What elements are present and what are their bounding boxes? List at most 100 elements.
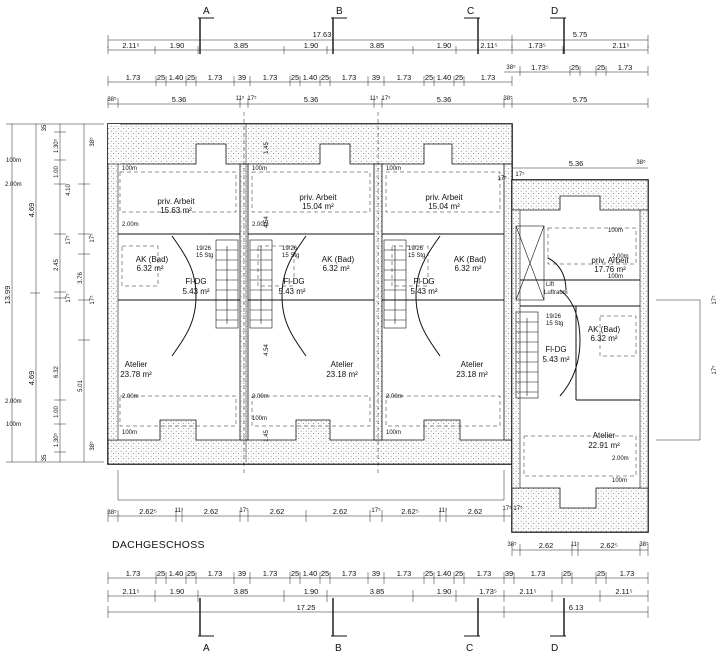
inner-dim-5: 5.36 (569, 159, 584, 168)
stair-label-3: 19/26 (408, 246, 424, 252)
dim-left-i1: 35 (42, 124, 48, 131)
dim-bot-total: 17.25 (297, 603, 316, 612)
dim-bot-r3-2: 25 (157, 569, 165, 578)
drawing-title: DACHGESCHOSS (112, 539, 205, 551)
room-area-7: 6.32 m² (454, 264, 481, 273)
dim-bot-r2-1: 38⁵ (507, 541, 517, 548)
dim-bot-r4-2: 1.90 (170, 587, 185, 596)
room-mark-13: 100m (386, 430, 401, 436)
room-area-16: 22.91 m² (588, 441, 620, 450)
axis-marker-c-top: C (464, 6, 480, 54)
room-area-2: 15.04 m² (302, 202, 334, 211)
dim-bot-r3-7: 1.73 (263, 569, 278, 578)
dim-left-small-2: 17⁵ (89, 233, 96, 243)
dim-top-r3-21: 25 (597, 63, 605, 72)
dim-bot-r3-3: 1.40 (169, 569, 184, 578)
dim-left-i11: 1.00 (54, 406, 60, 418)
axis-marker-b-bottom: B (331, 598, 347, 654)
axis-label-b-top: B (336, 6, 343, 17)
dim-bot-r4-3: 3.85 (234, 587, 249, 596)
room-area-9: 5.43 m² (182, 287, 209, 296)
room-height-marks: 100m 100m 100m 2.00m 2.00m 100m 100m 2.0… (122, 166, 629, 484)
axis-marker-a-bottom: A (198, 598, 214, 654)
axis-label-d-top: D (551, 6, 558, 17)
dim-top-r4-2: 5.36 (172, 95, 187, 104)
room-area-1: 15.63 m² (160, 206, 192, 215)
room-name-2: priv. Arbeit (299, 193, 337, 202)
dim-bot-r3-6: 39 (238, 569, 246, 578)
room-name-4: priv. Arbeit (591, 256, 629, 265)
dim-left-mid-1: 4.69 (27, 203, 36, 218)
stair-count-4: 15 Stg (546, 321, 563, 327)
room-mark-1: 100m (122, 166, 137, 172)
dim-bot-r1-12: 17⁵ (502, 505, 512, 512)
dim-top-r4-4: 17⁵ (247, 95, 257, 102)
axis-label-c-top: C (467, 6, 474, 17)
axis-markers: A B C D A B C (198, 6, 566, 654)
room-name-7: AK (Bad) (454, 255, 487, 264)
dim-top-r3-22: 1.73 (618, 63, 633, 72)
dim-bot-r3-19: 1.73 (531, 569, 546, 578)
dim-top-r2-5: 3.85 (370, 41, 385, 50)
stair-label-2: 19/26 (282, 246, 298, 252)
dim-top-r3-6: 39 (238, 73, 246, 82)
dim-bot-r3-17: 1.73 (477, 569, 492, 578)
axis-marker-a-top: A (198, 6, 214, 54)
building-structure: Lift Luftraum (107, 112, 701, 533)
room-mark-15: 2.00m (386, 394, 403, 400)
dim-bot-r3-13: 1.73 (397, 569, 412, 578)
lift-label: Lift (546, 282, 554, 288)
dim-top-r3-5: 1.73 (208, 73, 223, 82)
stair-count-1: 15 Stg (196, 253, 213, 259)
dim-bot-r1-13: 17⁵ (513, 505, 523, 512)
dim-left-mark-4: 100m (6, 422, 21, 428)
axis-label-d-bottom: D (551, 643, 558, 654)
room-area-6: 6.32 m² (322, 264, 349, 273)
dim-left-i10: 5.01 (78, 380, 84, 392)
axis-label-c-bottom: C (466, 643, 473, 654)
dim-top-r2-4: 1.90 (304, 41, 319, 50)
dim-bot-r4-5: 3.85 (370, 587, 385, 596)
dim-left-i3: 1.00 (54, 166, 60, 178)
dim-top-r3-12: 39 (372, 73, 380, 82)
dim-top-r2-8: 1.73⁵ (528, 41, 546, 50)
dim-left-total: 13.99 (3, 286, 12, 305)
dim-bot-r1-6: 2.62 (270, 507, 285, 516)
dim-top-r3-2: 25 (157, 73, 165, 82)
room-area-14: 23.18 m² (326, 370, 358, 379)
dim-top-r3-11: 1.73 (342, 73, 357, 82)
dim-top-r2-1: 2.11⁵ (122, 41, 139, 50)
dim-top-r3-7: 1.73 (263, 73, 278, 82)
dim-top-r3-19: 1.73⁵ (531, 63, 549, 72)
room-name-14: Atelier (331, 360, 354, 369)
room-area-12: 5.43 m² (542, 355, 569, 364)
axis-label-b-bottom: B (335, 643, 342, 654)
dim-top-r2-6: 1.90 (437, 41, 452, 50)
dim-bot-r3-22: 1.73 (620, 569, 635, 578)
dim-bot-r4-1: 2.11⁵ (122, 587, 139, 596)
stair-label-4: 19/26 (546, 314, 562, 320)
room-mark-14: 2.00m (612, 456, 629, 462)
dim-bot-r3-4: 25 (187, 569, 195, 578)
dim-top-r2-2: 1.90 (170, 41, 185, 50)
dim-top-r3-8: 25 (291, 73, 299, 82)
inner-dim-4: 1.45 (264, 430, 270, 442)
dim-left-mid-2: 4.69 (27, 371, 36, 386)
room-name-10: Fl-DG (283, 277, 304, 286)
dim-top-r2-3: 3.85 (234, 41, 249, 50)
dim-bot-r4-4: 1.90 (304, 587, 319, 596)
inner-dim-2: 4.54 (264, 216, 270, 228)
room-mark-8: 2.00m (612, 254, 629, 260)
dim-top-r3-16: 25 (455, 73, 463, 82)
dim-bot-r1-4: 2.62 (204, 507, 219, 516)
dim-left-i9: 6.32 (54, 366, 60, 378)
axis-marker-b-top: B (331, 6, 347, 54)
room-name-6: AK (Bad) (322, 255, 355, 264)
axis-marker-c-bottom: C (464, 598, 480, 654)
room-area-3: 15.04 m² (428, 202, 460, 211)
room-labels: priv. Arbeit 15.63 m² priv. Arbeit 15.04… (120, 193, 629, 450)
room-mark-2: 100m (252, 166, 267, 172)
dim-bot-r3-8: 25 (291, 569, 299, 578)
room-name-5: AK (Bad) (136, 255, 169, 264)
room-area-15: 23.18 m² (456, 370, 488, 379)
